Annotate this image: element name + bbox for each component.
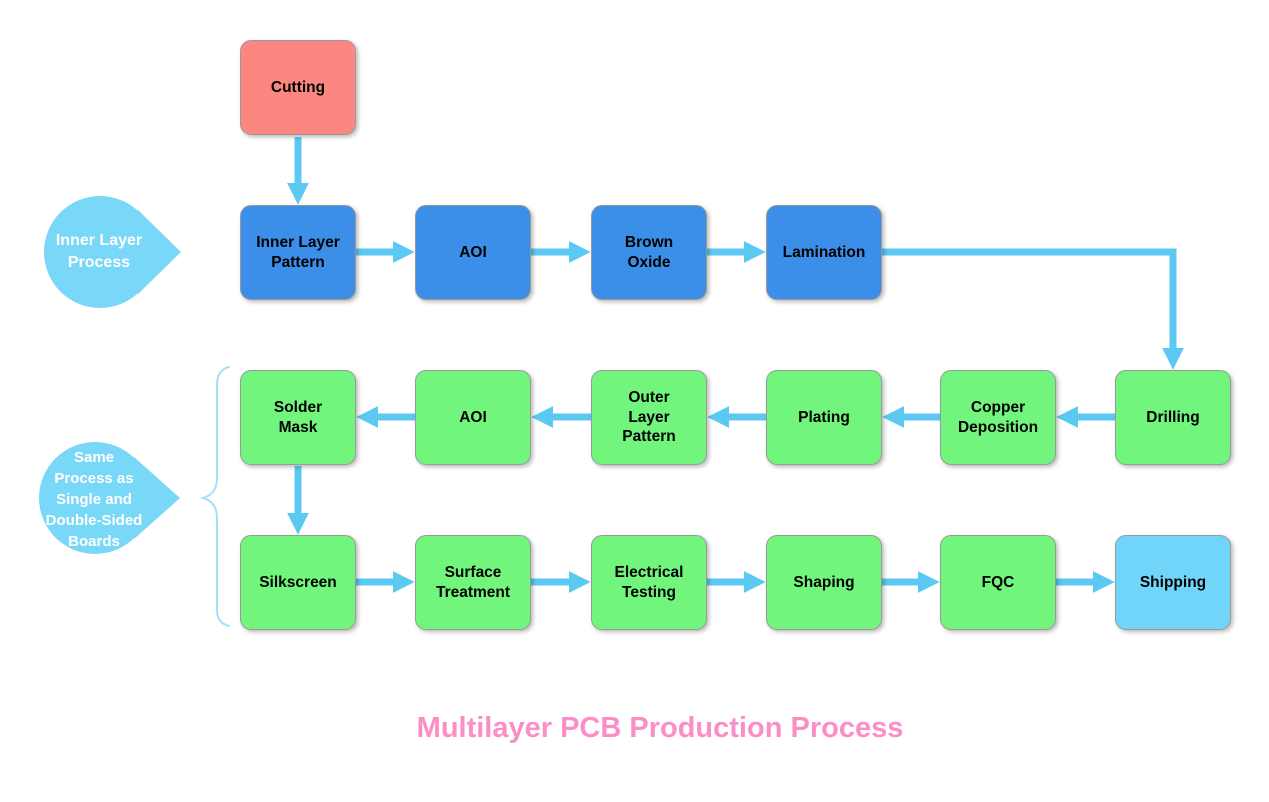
inner-layer-process-label: Inner Layer Process	[55, 232, 143, 271]
node-brown-oxide: Brown Oxide	[591, 205, 707, 300]
node-copper-deposition: Copper Deposition	[940, 370, 1056, 465]
node-aoi-outer: AOI	[415, 370, 531, 465]
inner-layer-process-teardrop	[44, 196, 181, 308]
same-process-label: Same Process as Single and Double-Sided …	[45, 448, 143, 550]
node-solder-mask: Solder Mask	[240, 370, 356, 465]
grouping-brace	[199, 366, 230, 627]
node-aoi-inner: AOI	[415, 205, 531, 300]
node-electrical-testing: Electrical Testing	[591, 535, 707, 630]
same-process-teardrop	[39, 442, 180, 554]
node-cutting: Cutting	[240, 40, 356, 135]
diagram-title: Multilayer PCB Production Process	[416, 712, 904, 744]
node-fqc: FQC	[940, 535, 1056, 630]
node-silkscreen: Silkscreen	[240, 535, 356, 630]
node-lamination: Lamination	[766, 205, 882, 300]
node-inner-layer-pattern: Inner Layer Pattern	[240, 205, 356, 300]
node-shipping: Shipping	[1115, 535, 1231, 630]
node-shaping: Shaping	[766, 535, 882, 630]
node-outer-layer-pattern: Outer Layer Pattern	[591, 370, 707, 465]
node-plating: Plating	[766, 370, 882, 465]
node-surface-treatment: Surface Treatment	[415, 535, 531, 630]
node-drilling: Drilling	[1115, 370, 1231, 465]
arrow-lamination-to-drilling	[882, 248, 1184, 370]
